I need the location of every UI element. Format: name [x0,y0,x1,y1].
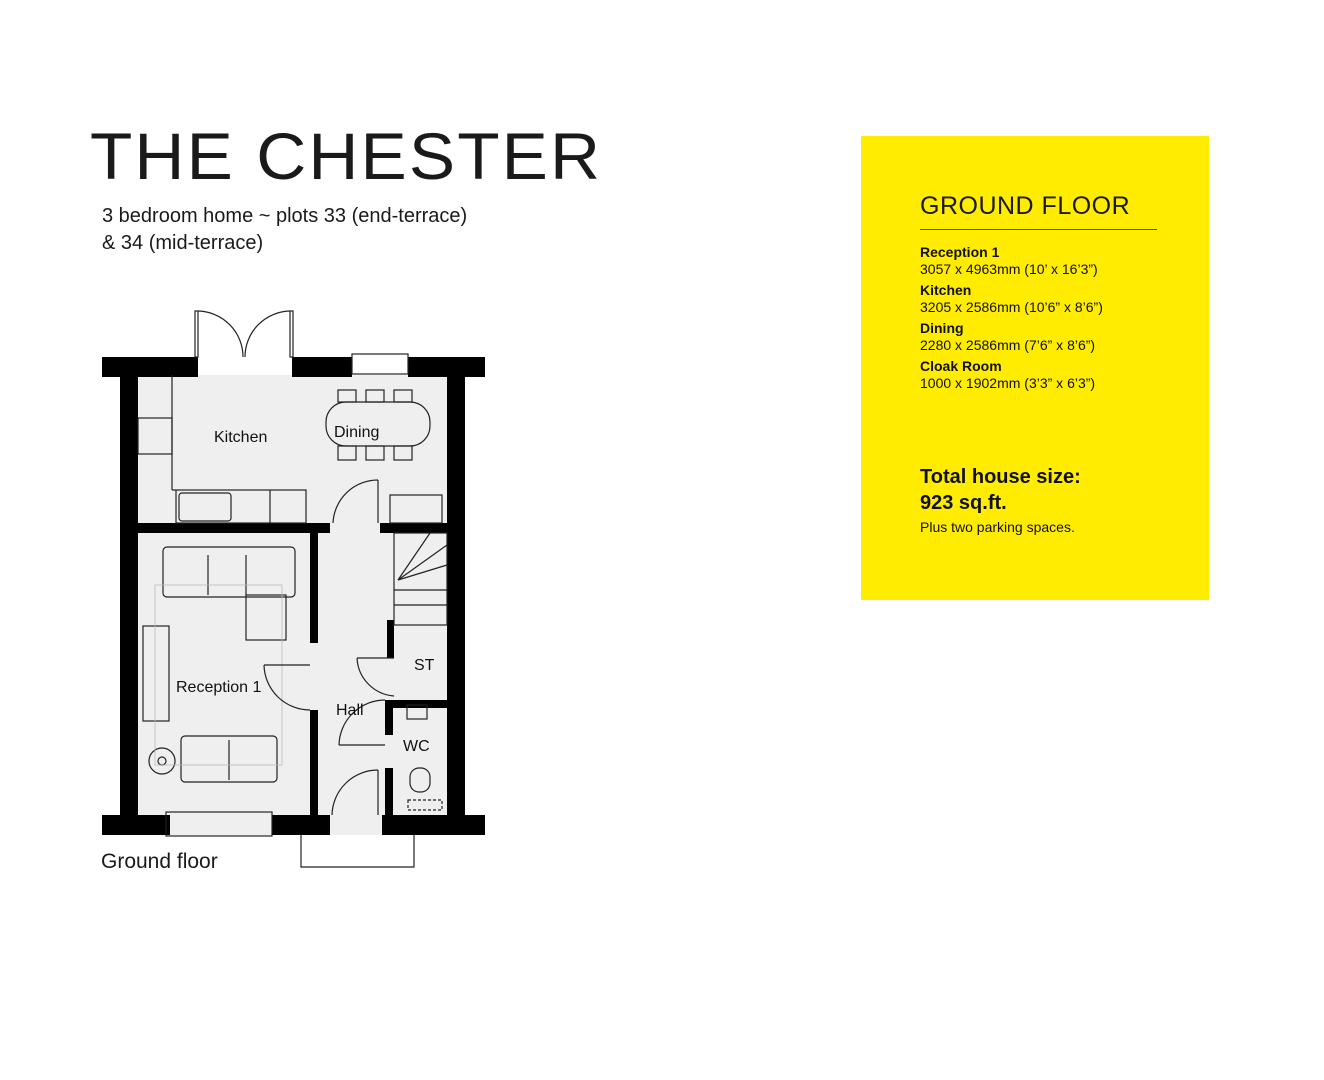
divider [920,229,1157,230]
total-size-label: Total house size: [920,466,1081,488]
room-list: Reception 1 3057 x 4963mm (10’ x 16’3”) … [920,244,1190,396]
room-item: Cloak Room 1000 x 1902mm (3’3” x 6’3”) [920,358,1190,392]
label-reception: Reception 1 [176,679,261,696]
room-dimensions: 3057 x 4963mm (10’ x 16’3”) [920,261,1098,277]
room-item: Kitchen 3205 x 2586mm (10’6” x 8’6”) [920,282,1190,316]
room-name: Cloak Room [920,358,1002,374]
label-wc: WC [403,738,430,755]
subtitle: 3 bedroom home ~ plots 33 (end-terrace) … [102,203,562,257]
total-size-value: 923 sq.ft. [920,492,1007,514]
panel-heading: GROUND FLOOR [920,192,1131,220]
parking-note: Plus two parking spaces. [920,519,1075,535]
label-kitchen: Kitchen [214,429,267,446]
room-item: Dining 2280 x 2586mm (7’6” x 8’6”) [920,320,1190,354]
label-hall: Hall [336,702,364,719]
room-dimensions: 1000 x 1902mm (3’3” x 6’3”) [920,375,1096,391]
floor-plan: Kitchen Dining Reception 1 Hall ST WC [102,310,485,868]
room-item: Reception 1 3057 x 4963mm (10’ x 16’3”) [920,244,1190,278]
room-dimensions: 2280 x 2586mm (7’6” x 8’6”) [920,337,1096,353]
room-name: Kitchen [920,282,972,298]
label-dining: Dining [334,424,379,441]
label-store: ST [414,657,435,674]
outer-walls [102,357,485,835]
plan-caption: Ground floor [101,850,218,873]
subtitle-line-2: & 34 (mid-terrace) [102,232,264,254]
page-title: THE CHESTER [90,119,603,193]
subtitle-line-1: 3 bedroom home ~ plots 33 (end-terrace) [102,205,468,227]
room-name: Reception 1 [920,244,1000,260]
total-size: Total house size: 923 sq.ft. [920,464,1081,516]
room-dimensions: 3205 x 2586mm (10’6” x 8’6”) [920,299,1103,315]
room-name: Dining [920,320,964,336]
room-info-panel: GROUND FLOOR Reception 1 3057 x 4963mm (… [861,136,1209,600]
